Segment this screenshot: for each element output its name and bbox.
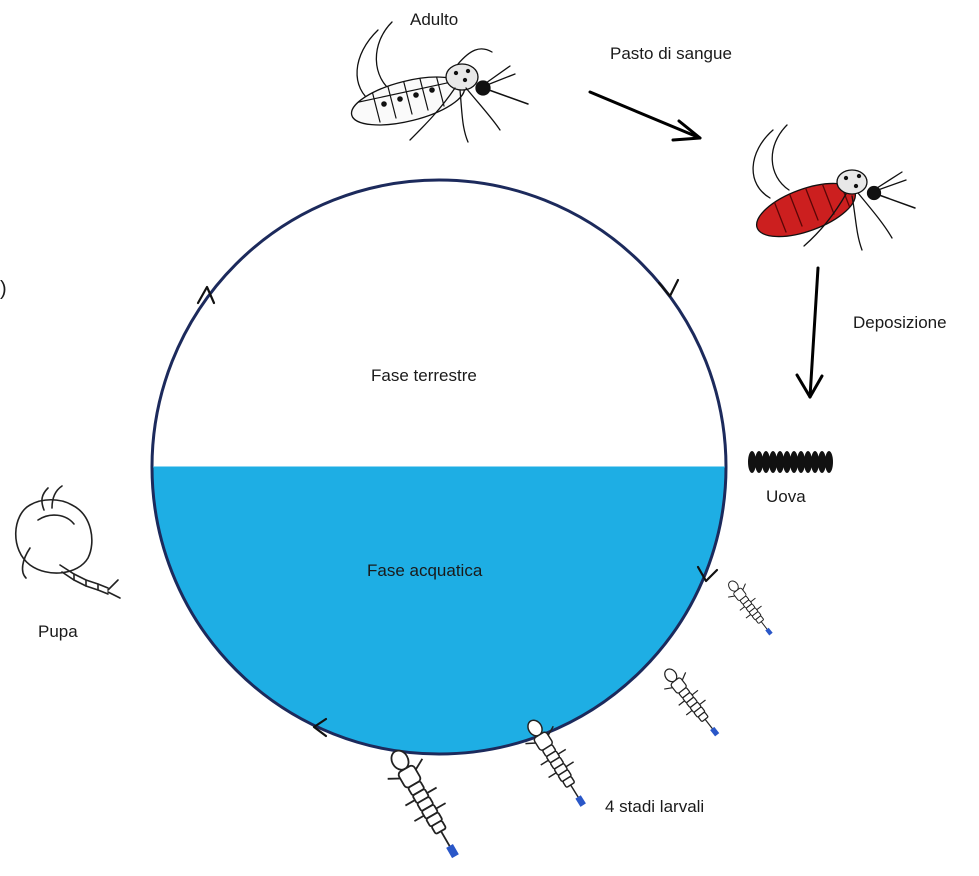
larva-icon xyxy=(656,662,728,743)
larva-icon xyxy=(378,742,473,866)
left-edge-text-fragment: ) xyxy=(0,278,7,301)
mosquito-icon xyxy=(347,22,528,142)
blood-meal-label: Pasto di sangue xyxy=(610,44,732,64)
life-cycle-circle xyxy=(152,180,726,754)
blood-meal-arrow xyxy=(590,92,700,140)
aquatic-phase-label: Fase acquatica xyxy=(367,561,482,581)
eggs-label: Uova xyxy=(766,487,806,507)
egg-raft-icon xyxy=(748,451,833,473)
pupa-label: Pupa xyxy=(38,622,78,642)
adult-label: Adulto xyxy=(410,10,458,30)
wing-line xyxy=(376,22,393,92)
larval-stages-label: 4 stadi larvali xyxy=(605,797,704,817)
pupa-icon xyxy=(16,486,120,598)
oviposition-arrow xyxy=(797,268,822,397)
cycle-arrow-upper-right xyxy=(659,280,678,296)
terrestrial-phase-label: Fase terrestre xyxy=(371,366,477,386)
larva-icon xyxy=(721,575,779,641)
oviposition-label: Deposizione xyxy=(853,313,947,333)
blood-fed-mosquito-icon xyxy=(750,125,915,250)
